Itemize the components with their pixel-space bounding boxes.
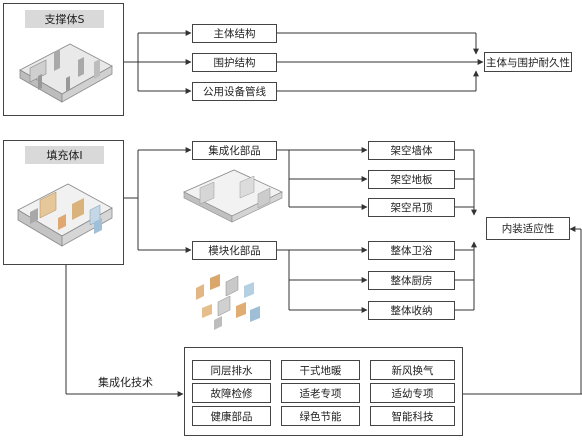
integrated-kitchen-box: 整体厨房	[368, 271, 455, 290]
tech-cell: 绿色节能	[281, 406, 360, 426]
tech-cell: 智能科技	[370, 406, 455, 426]
interior-adaptability-box: 内装适应性	[486, 217, 570, 240]
infill-label: 填充体I	[25, 146, 104, 164]
tech-cell: 适幼专项	[370, 383, 455, 403]
raised-wall-box: 架空墙体	[368, 141, 455, 160]
tech-cell: 故障检修	[192, 383, 271, 403]
tech-cell: 适老专项	[281, 383, 360, 403]
tech-label: 集成化技术	[98, 376, 153, 389]
durability-box: 主体与围护耐久性	[484, 52, 572, 72]
suspended-ceiling-box: 架空吊顶	[368, 198, 455, 217]
tech-cell: 同层排水	[192, 360, 271, 380]
modular-parts-illustration	[196, 274, 260, 330]
tech-cell: 健康部品	[192, 406, 271, 426]
public-pipelines-box: 公用设备管线	[192, 82, 277, 101]
support-label: 支撑体S	[25, 10, 104, 28]
integrated-bathroom-box: 整体卫浴	[368, 241, 455, 260]
raised-floor-box: 架空地板	[368, 170, 455, 189]
main-structure-box: 主体结构	[192, 24, 277, 43]
integrated-storage-box: 整体收纳	[368, 301, 455, 320]
integrated-parts-box: 集成化部品	[192, 141, 277, 160]
support-structure-illustration	[19, 43, 113, 103]
modular-parts-box: 模块化部品	[192, 241, 277, 260]
tech-cell: 新风换气	[370, 360, 455, 380]
integrated-parts-illustration	[183, 169, 283, 223]
envelope-structure-box: 围护结构	[192, 53, 277, 72]
infill-apartment-illustration	[17, 183, 113, 247]
tech-cell: 干式地暖	[281, 360, 360, 380]
